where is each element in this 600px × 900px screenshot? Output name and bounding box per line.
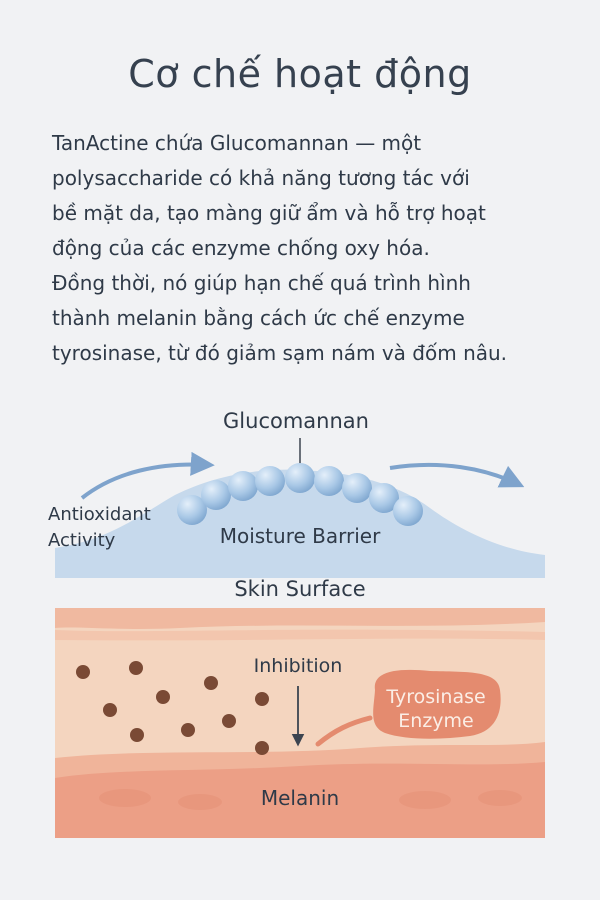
glucomannan-bead xyxy=(285,463,315,493)
paragraph-line: polysaccharide có khả năng tương tác với xyxy=(52,166,470,190)
melanin-dot xyxy=(156,690,170,704)
glucomannan-bead xyxy=(228,471,258,501)
glucomannan-bead xyxy=(255,466,285,496)
melanin-layer-band xyxy=(55,742,545,778)
paragraph-line: TanActine chứa Glucomannan — một xyxy=(52,131,422,155)
flow-arrow-left xyxy=(80,451,215,500)
skin-surface-label: Skin Surface xyxy=(234,577,365,601)
page-title: Cơ chế hoạt động xyxy=(128,52,472,96)
antioxidant-label-line2: Activity xyxy=(48,530,116,551)
melanin-label: Melanin xyxy=(261,786,339,810)
moisture-barrier-shape xyxy=(55,469,545,578)
glucomannan-bead xyxy=(342,473,372,503)
glucomannan-bead xyxy=(369,483,399,513)
moisture-barrier-label: Moisture Barrier xyxy=(220,524,381,548)
tyrosinase-enzyme-blob xyxy=(373,669,501,739)
antioxidant-label-line1: Antioxidant xyxy=(48,504,151,525)
skin-top-band xyxy=(55,608,545,629)
melanin-dot xyxy=(204,676,218,690)
melanin-dot xyxy=(130,728,144,742)
melanin-dot xyxy=(76,665,90,679)
melanin-texture xyxy=(99,789,522,810)
glucomannan-beads xyxy=(177,463,423,526)
melanin-dot xyxy=(255,692,269,706)
description-paragraph: TanActine chứa Glucomannan — một polysac… xyxy=(52,126,572,371)
tyrosinase-connector xyxy=(315,715,373,747)
paragraph-line: động của các enzyme chống oxy hóa. xyxy=(52,236,430,260)
paragraph-line: thành melanin bằng cách ức chế enzyme xyxy=(52,306,465,330)
tyrosinase-label-line2: Enzyme xyxy=(398,710,473,732)
flow-arrow-right xyxy=(389,462,525,488)
melanin-layer xyxy=(55,758,545,838)
paragraph-line: bề mặt da, tạo màng giữ ẩm và hỗ trợ hoạ… xyxy=(52,201,486,225)
glucomannan-bead xyxy=(201,480,231,510)
glucomannan-bead xyxy=(314,466,344,496)
glucomannan-bead xyxy=(177,495,207,525)
tyrosinase-label-line1: Tyrosinase xyxy=(385,686,485,708)
melanin-dots xyxy=(76,661,269,755)
inhibition-label: Inhibition xyxy=(254,655,343,677)
mechanism-diagram: Glucomannan Antioxidant Activity Moistur… xyxy=(48,409,545,838)
melanin-dot xyxy=(129,661,143,675)
paragraph-line: Đồng thời, nó giúp hạn chế quá trình hìn… xyxy=(52,271,471,295)
melanin-dot xyxy=(181,723,195,737)
skin-mid-band xyxy=(55,629,545,641)
melanin-dot xyxy=(103,703,117,717)
glucomannan-bead xyxy=(393,496,423,526)
melanin-dot xyxy=(222,714,236,728)
paragraph-line: tyrosinase, từ đó giảm sạm nám và đốm nâ… xyxy=(52,341,508,365)
melanin-dot xyxy=(255,741,269,755)
glucomannan-label: Glucomannan xyxy=(223,409,369,433)
